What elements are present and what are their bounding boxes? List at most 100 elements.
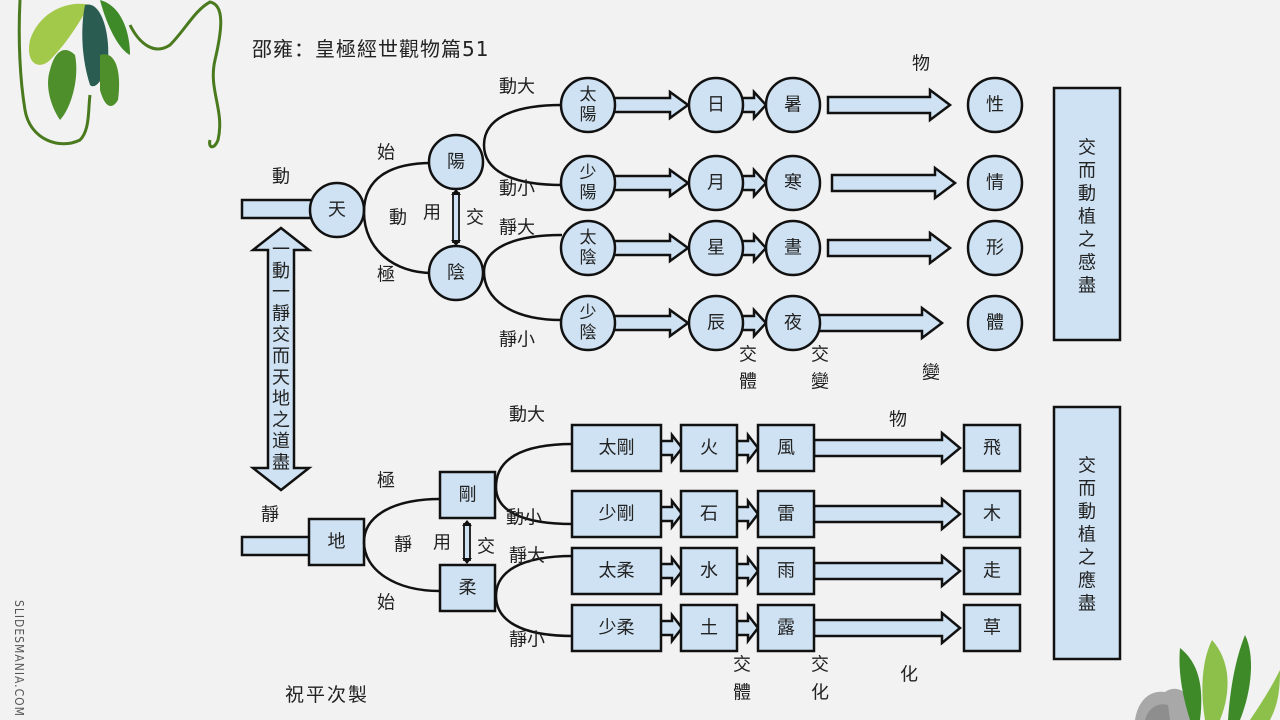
node-label: 陰 xyxy=(447,263,465,284)
node-body: 土 xyxy=(679,603,739,653)
node-box xyxy=(570,423,663,473)
node-box xyxy=(570,489,663,539)
vertical-char: 之 xyxy=(272,410,290,431)
vertical-char: 盡 xyxy=(1078,594,1096,615)
author-credit: 祝平次製 xyxy=(285,684,370,706)
node-circle xyxy=(687,76,745,134)
node-label: 地 xyxy=(328,532,346,553)
heaven-row: 少陽月寒情 xyxy=(559,154,1024,212)
flow-arrow xyxy=(610,232,691,264)
node-label: 水 xyxy=(700,561,718,582)
bottom-label: 交 xyxy=(739,345,757,366)
flow-arrow xyxy=(813,305,945,341)
node-label: 石 xyxy=(700,504,718,525)
node-label-char: 陰 xyxy=(580,248,597,268)
vertical-char: 交 xyxy=(1078,138,1096,159)
branch-label-lower: 始 xyxy=(377,593,395,614)
inner-label: 靜 xyxy=(394,535,412,556)
node-hard: 剛 xyxy=(438,470,497,520)
vertical-char: 而 xyxy=(1078,479,1096,500)
node-label: 火 xyxy=(700,438,718,459)
flow-arrow xyxy=(826,230,953,266)
node-source: 少陰 xyxy=(559,294,617,352)
node-box xyxy=(962,603,1022,653)
vine-leaves-decoration xyxy=(17,0,223,149)
root-label: 動 xyxy=(272,167,290,188)
node-source: 少柔 xyxy=(570,603,663,653)
node-circle xyxy=(687,219,745,277)
node-result: 草 xyxy=(962,603,1022,653)
node-label: 日 xyxy=(707,95,725,116)
branch-curve xyxy=(362,161,433,275)
node-source: 太陰 xyxy=(559,219,617,277)
root-bar xyxy=(240,198,314,220)
branch-label-lower: 極 xyxy=(377,265,395,286)
node-source: 太陽 xyxy=(559,76,617,134)
flow-arrow xyxy=(812,610,962,646)
vertical-char: 應 xyxy=(1078,570,1096,592)
node-box xyxy=(962,423,1022,473)
vertical-char: 而 xyxy=(272,346,290,367)
node-label: 雨 xyxy=(777,561,795,582)
branch-curve xyxy=(482,103,563,187)
node-result: 性 xyxy=(966,76,1024,134)
node-label: 暑 xyxy=(784,95,802,116)
flow-arrow xyxy=(734,431,760,465)
node-yin: 陰 xyxy=(427,244,485,302)
node-label-char: 陽 xyxy=(580,105,597,125)
branch-curve xyxy=(494,554,574,638)
node-result: 情 xyxy=(966,154,1024,212)
node-yang: 陽 xyxy=(427,133,485,191)
branch-curve xyxy=(362,497,441,593)
root-label: 靜 xyxy=(261,505,279,526)
node-source: 太剛 xyxy=(570,423,663,473)
node-result: 木 xyxy=(962,489,1022,539)
node-source: 少陽 xyxy=(559,154,617,212)
node-label: 辰 xyxy=(707,313,725,334)
page-title: 邵雍：皇極經世觀物篇51 xyxy=(252,37,490,61)
branch-label: 動小 xyxy=(506,508,542,529)
inner-label: 動 xyxy=(389,208,407,229)
bottom-label: 交 xyxy=(811,345,829,366)
bottom-label: 交 xyxy=(811,655,829,676)
node-body: 日 xyxy=(687,76,745,134)
node-label: 飛 xyxy=(983,438,1001,459)
flow-arrow xyxy=(658,611,684,645)
node-circle xyxy=(966,154,1024,212)
node-label: 少剛 xyxy=(599,504,635,525)
arrow-head xyxy=(451,189,461,195)
root-bar xyxy=(240,535,314,557)
node-circle xyxy=(764,76,822,134)
node-label: 草 xyxy=(983,618,1001,639)
node-label: 走 xyxy=(983,561,1001,582)
node-label-char: 少 xyxy=(580,163,597,183)
flow-arrow xyxy=(734,497,760,531)
exchange-label: 交 xyxy=(466,208,484,229)
node-label: 性 xyxy=(986,95,1004,116)
heaven-row: 太陽 日 暑 性 xyxy=(559,76,1024,134)
flow-arrow xyxy=(812,553,962,589)
node-box xyxy=(756,423,816,473)
bottom-label: 體 xyxy=(733,683,751,704)
flow-arrow xyxy=(658,431,684,465)
node-label: 星 xyxy=(707,238,725,259)
heaven-row: 少陰辰夜體 xyxy=(559,294,1024,352)
node-circle xyxy=(687,294,745,352)
flow-arrow xyxy=(830,165,958,201)
vertical-char: 地 xyxy=(272,389,290,410)
vertical-char: 植 xyxy=(1078,207,1096,228)
node-result: 走 xyxy=(962,546,1022,596)
node-box xyxy=(756,546,816,596)
inner-label-use: 用 xyxy=(433,533,451,554)
node-box xyxy=(679,489,739,539)
node-heaven: 天 xyxy=(308,181,366,239)
heaven-section: 動天始極動用交陽陰動大動小靜大靜小太陽日暑性少陽月寒情太陰星晝形少陰辰夜體物交體… xyxy=(240,54,1122,393)
node-box xyxy=(756,603,816,653)
flow-arrow xyxy=(734,554,760,588)
flow-arrow xyxy=(658,497,684,531)
node-body: 星 xyxy=(687,219,745,277)
node-circle xyxy=(559,76,617,134)
node-box xyxy=(962,546,1022,596)
node-label-char: 陽 xyxy=(580,183,597,203)
